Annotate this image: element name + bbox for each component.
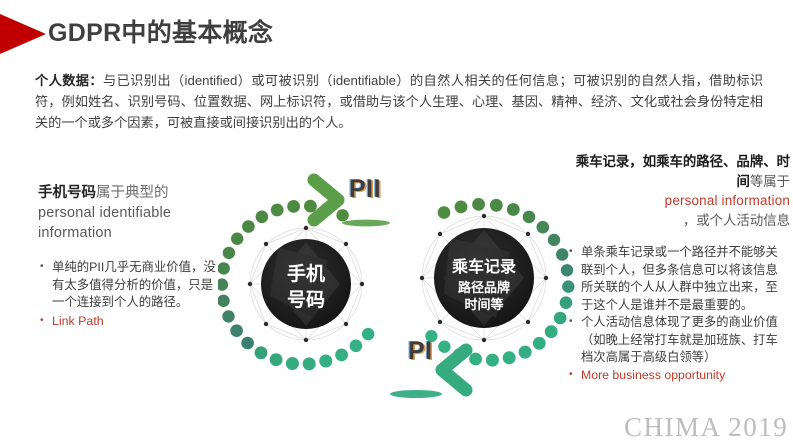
intro-lead-label: 个人数据：: [35, 73, 103, 88]
right-node-label-3: 时间等: [464, 297, 503, 312]
page-title: GDPR中的基本概念: [48, 19, 274, 47]
label-pi: PI: [408, 337, 433, 365]
left-panel-heading: 手机号码属于典型的 personal identifiable informat…: [38, 183, 218, 243]
list-item: 单条乘车记录或一个路径并不能够关联到个人，但多条信息可以将该信息所关联的个人从人…: [568, 243, 790, 314]
title-triangle-icon: [0, 14, 46, 54]
right-bullet-list: 单条乘车记录或一个路径并不能够关联到个人，但多条信息可以将该信息所关联的个人从人…: [568, 243, 790, 385]
left-panel: 手机号码属于典型的 personal identifiable informat…: [38, 183, 218, 331]
right-node-circle: 乘车记录 路径品牌 时间等: [434, 228, 534, 328]
left-node-circle: 手机 号码: [261, 239, 351, 329]
list-item: 单纯的PII几乎无商业价值，没有太多值得分析的价值，只是一个连接到个人的路径。: [38, 258, 218, 312]
right-node-label-2: 路径品牌: [458, 280, 510, 295]
intro-paragraph: 个人数据：与已识别出（identified）或可被识别（identifiable…: [35, 70, 763, 133]
left-heading-strong: 手机号码: [38, 185, 96, 201]
right-node-label-1: 乘车记录: [451, 257, 516, 276]
pii-pi-diagram: 手机 号码: [218, 168, 578, 400]
watermark-chima: CHIMA 2019: [624, 412, 789, 442]
list-item: 个人活动信息体现了更多的商业价值（如晚上经常打车就是加班族、打车档次高属于高级白…: [568, 313, 790, 367]
left-node-label-2: 号码: [287, 289, 325, 311]
right-panel: 乘车记录，如乘车的路径、品牌、时间等属于 personal informatio…: [568, 152, 790, 384]
right-heading-rest-1: 等属于: [749, 173, 790, 189]
label-pii: PII: [349, 175, 382, 203]
list-item: More business opportunity: [568, 366, 790, 385]
left-bullet-list: 单纯的PII几乎无商业价值，没有太多值得分析的价值，只是一个连接到个人的路径。 …: [38, 258, 218, 331]
right-panel-heading: 乘车记录，如乘车的路径、品牌、时间等属于 personal informatio…: [568, 152, 790, 230]
chevron-right-icon: [307, 173, 390, 227]
right-heading-strong: 乘车记录，如乘车的路径、品牌、时间: [575, 154, 790, 189]
intro-body-text: 与已识别出（identified）或可被识别（identifiable）的自然人…: [35, 73, 764, 130]
left-heading-rest: 属于典型的: [96, 185, 169, 201]
left-node-label-1: 手机: [287, 262, 325, 285]
list-item: Link Path: [38, 312, 218, 331]
slide-title-bar: GDPR中的基本概念: [0, 8, 793, 56]
right-heading-rest-2: ，或个人活动信息: [682, 212, 790, 228]
right-heading-accent: personal information: [664, 193, 790, 208]
left-heading-latin: personal identifiable information: [38, 205, 172, 241]
chevron-left-icon: [390, 343, 473, 398]
